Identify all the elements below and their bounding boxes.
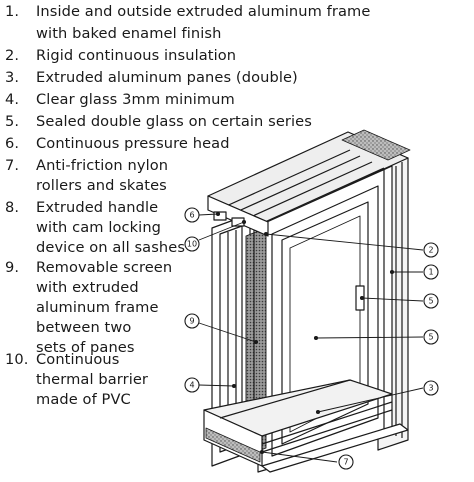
callout-label: 10 xyxy=(187,240,197,249)
legend-text: with cam locking xyxy=(36,219,162,236)
window-frame-drawing xyxy=(203,129,411,473)
legend-number: 10. xyxy=(5,351,29,368)
legend-number: 3. xyxy=(5,69,20,86)
callout-label: 1 xyxy=(428,268,433,277)
legend-number: 9. xyxy=(5,259,20,276)
callout-5-glass: 5 xyxy=(423,329,439,345)
legend-text: Clear glass 3mm minimum xyxy=(36,91,235,108)
legend-text: Sealed double glass on certain series xyxy=(36,113,312,130)
callout-1: 1 xyxy=(423,264,439,280)
legend-number: 6. xyxy=(5,135,20,152)
legend-text: sets of panes xyxy=(36,339,135,356)
callout-label: 5 xyxy=(428,333,433,342)
legend-number: 5. xyxy=(5,113,20,130)
callout-label: 9 xyxy=(189,317,194,326)
callout-10: 10 xyxy=(184,236,200,252)
callout-9: 9 xyxy=(184,313,200,329)
legend-text: Anti-friction nylon xyxy=(36,157,169,174)
legend-text: with baked enamel finish xyxy=(36,25,222,42)
callout-2: 2 xyxy=(423,242,439,258)
legend-text: aluminum frame xyxy=(36,299,159,316)
callout-label: 5 xyxy=(428,297,433,306)
legend-text: Continuous xyxy=(36,351,120,368)
legend-text: Removable screen xyxy=(36,259,173,276)
callout-label: 2 xyxy=(428,246,433,255)
legend-text: made of PVC xyxy=(36,391,131,408)
legend-text: Rigid continuous insulation xyxy=(36,47,237,64)
legend-number: 7. xyxy=(5,157,20,174)
callout-label: 4 xyxy=(189,381,194,390)
legend-text: Inside and outside extruded aluminum fra… xyxy=(36,3,371,20)
callout-7: 7 xyxy=(338,454,354,470)
callout-label: 3 xyxy=(428,384,433,393)
legend-text: Continuous pressure head xyxy=(36,135,230,152)
legend-text: Extruded aluminum panes (double) xyxy=(36,69,298,86)
legend-number: 4. xyxy=(5,91,20,108)
callout-6: 6 xyxy=(184,207,200,223)
callout-leaders xyxy=(198,211,424,463)
callout-4: 4 xyxy=(184,377,200,393)
legend-text: thermal barrier xyxy=(36,371,149,388)
callout-3: 3 xyxy=(423,380,439,396)
legend-number: 1. xyxy=(5,3,20,20)
legend-text: rollers and skates xyxy=(36,177,167,194)
callout-5-handle: 5 xyxy=(423,293,439,309)
legend-number: 8. xyxy=(5,199,20,216)
legend-text: between two xyxy=(36,319,132,336)
legend-text: Extruded handle xyxy=(36,199,159,216)
legend-number: 2. xyxy=(5,47,20,64)
callout-label: 6 xyxy=(189,211,194,220)
legend-text: with extruded xyxy=(36,279,139,296)
legend-text: device on all sashes xyxy=(36,239,186,256)
callout-label: 7 xyxy=(343,458,348,467)
